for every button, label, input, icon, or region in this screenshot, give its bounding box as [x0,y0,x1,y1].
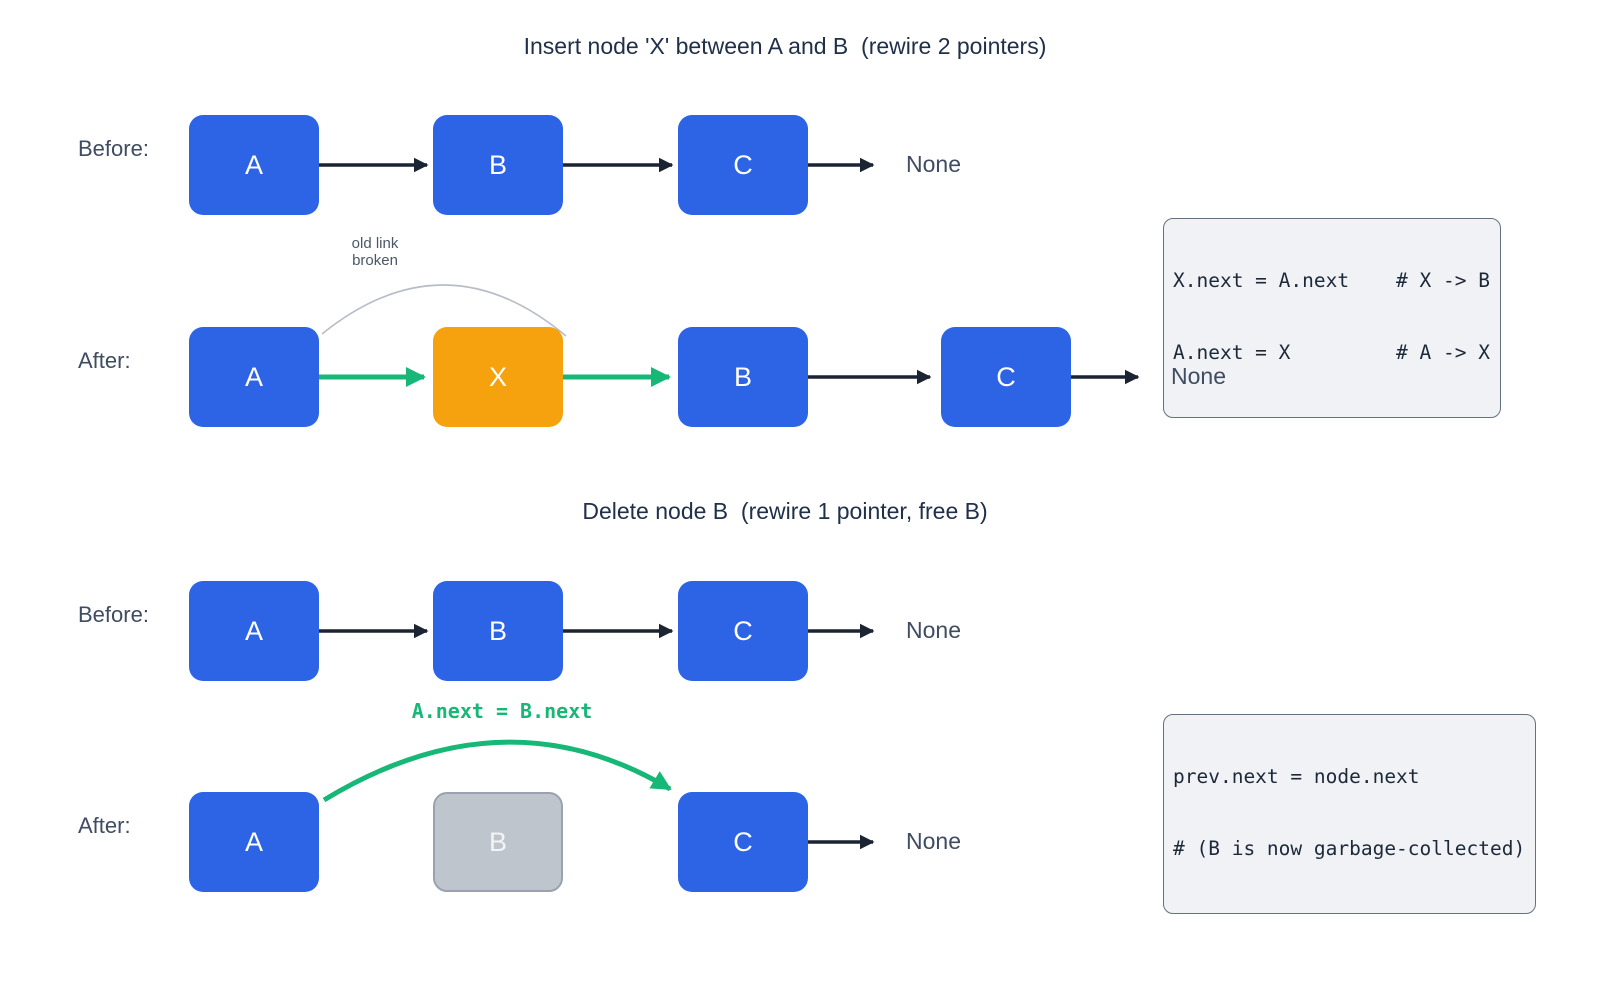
delete-section-title: Delete node B (rewire 1 pointer, free B) [582,498,988,524]
old-link-broken-note-line-2: broken [352,252,398,269]
rewire-pointer-label: A.next = B.next [411,699,593,723]
node-a-insert-after: A [189,327,319,427]
node-a-insert-before: A [189,115,319,215]
old-link-broken-note: old link broken [315,235,435,269]
none-label-insert-after: None [1171,363,1226,389]
old-link-broken-note-line-1: old link [351,235,399,252]
insert-before-label: Before: [78,136,149,161]
insert-code-line-2: A.next = X # A -> X [1173,341,1490,364]
insert-section-title: Insert node 'X' between A and B (rewire … [523,33,1047,59]
node-b-delete-before: B [433,581,563,681]
delete-after-label: After: [78,813,131,838]
node-b-insert-before: B [433,115,563,215]
node-c-delete-after: C [678,792,808,892]
node-c-delete-before: C [678,581,808,681]
node-x-inserted: X [433,327,563,427]
node-a-delete-before: A [189,581,319,681]
node-a-delete-after: A [189,792,319,892]
insert-after-label: After: [78,348,131,373]
none-label-insert-before: None [906,151,961,177]
delete-code-line-2: # (B is now garbage-collected) [1173,837,1526,860]
insert-code-box: X.next = A.next # X -> B A.next = X # A … [1163,218,1501,418]
node-b-insert-after: B [678,327,808,427]
delete-code-line-1: prev.next = node.next [1173,765,1420,788]
old-link-broken-arc [321,284,567,337]
node-c-insert-after: C [941,327,1071,427]
insert-code-line-1: X.next = A.next # X -> B [1173,269,1490,292]
none-label-delete-before: None [906,617,961,643]
node-c-insert-before: C [678,115,808,215]
rewire-arc-a-to-c [322,739,672,803]
delete-code-box: prev.next = node.next # (B is now garbag… [1163,714,1537,914]
node-b-garbage-collected: B [433,792,563,892]
none-label-delete-after: None [906,828,961,854]
delete-before-label: Before: [78,602,149,627]
